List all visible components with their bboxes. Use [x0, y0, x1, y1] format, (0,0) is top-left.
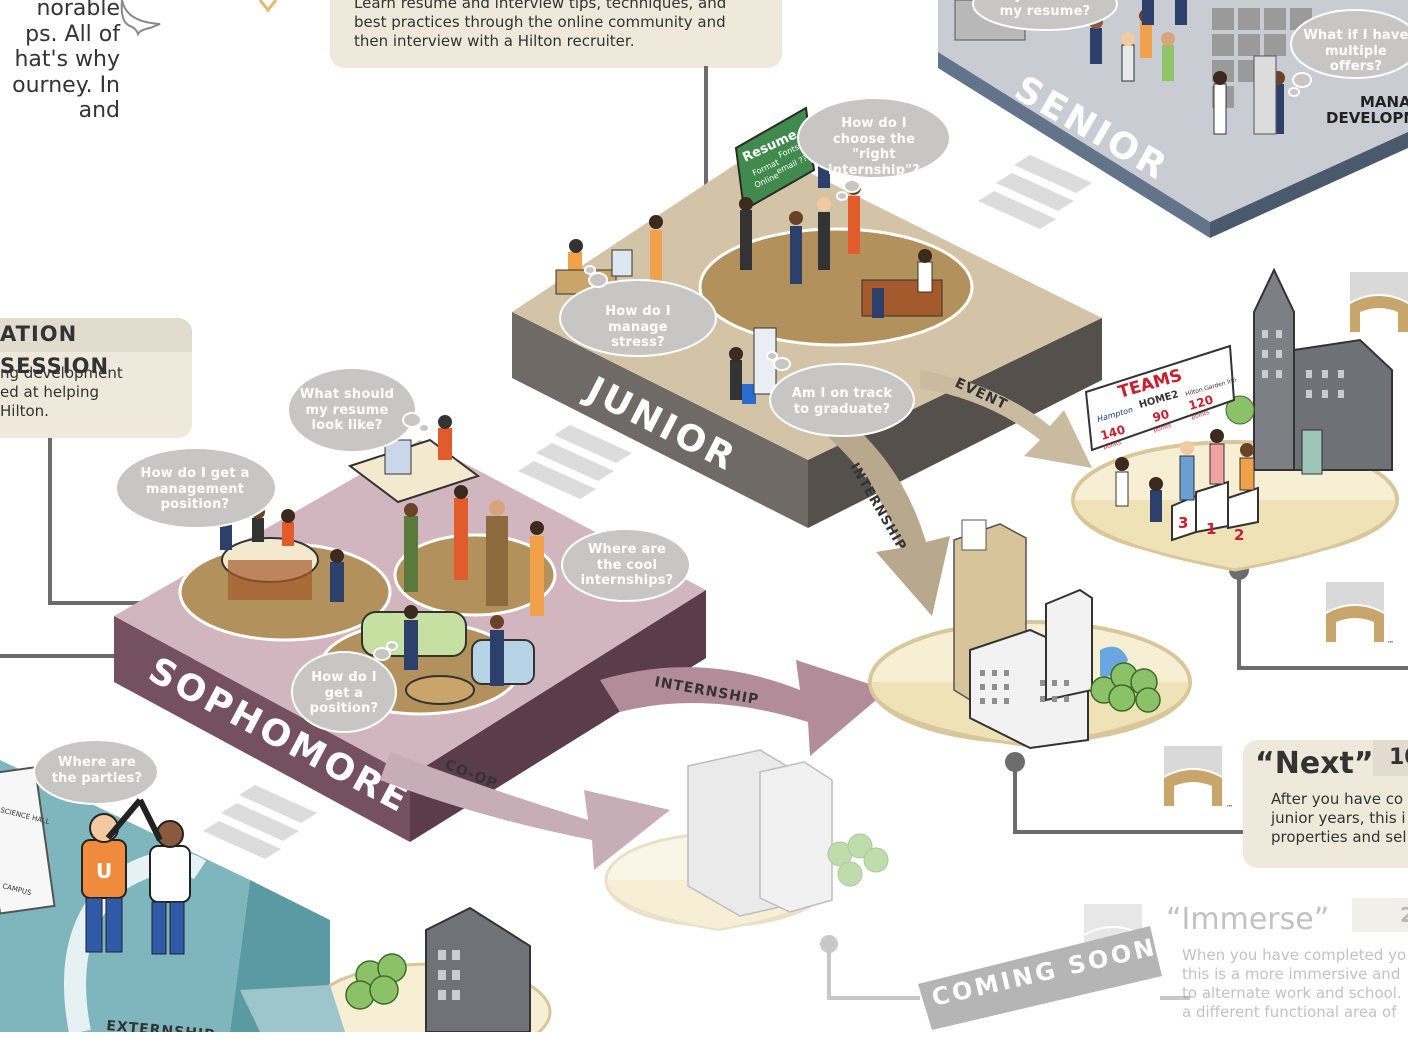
- bubble-choose-internship: How do I choose the "right internship"?: [828, 116, 920, 178]
- senior-side-text: MANA: [1360, 93, 1408, 111]
- next-badge: 10: [1373, 740, 1408, 776]
- teams-points-unit: points: [1103, 439, 1123, 451]
- bubble-on-track: Am I on track to graduate?: [791, 386, 893, 417]
- immerse-title: “Immerse”: [1166, 902, 1330, 937]
- callout-line: then interview with a Hilton recruiter.: [354, 32, 635, 50]
- bubble-parties: Where are the parties?: [51, 755, 143, 786]
- next-card: 10 “Next” After you have co junior years…: [1243, 740, 1408, 868]
- senior-side-text: DEVELOPM: [1326, 109, 1408, 127]
- podium-number: 2: [1234, 526, 1244, 544]
- intro-line: ourney. In: [12, 72, 120, 98]
- teams-points: 120: [1187, 393, 1215, 413]
- next-line: junior years, this i: [1271, 809, 1406, 827]
- callout-line: best practices through the online commun…: [354, 13, 726, 31]
- sophomore-platform: SOPHOMORE: [114, 415, 706, 842]
- hotel-platform: [868, 519, 1192, 750]
- bubble-cool-internships: Where are the cool internships?: [580, 542, 674, 588]
- orientation-title: ATION SESSION: [0, 318, 192, 378]
- bubble-management-position: How do I get a management position?: [140, 466, 250, 512]
- teams-points: 140: [1099, 423, 1127, 443]
- event-platform: TEAMS Hampton HOME2 Hilton Garden Inn 14…: [1071, 267, 1399, 572]
- immerse-badge: 2: [1352, 898, 1408, 932]
- next-line: After you have co: [1271, 790, 1404, 808]
- intro-line: ps. All of: [25, 21, 120, 47]
- hilton-logo-marks: ™ ™: [1084, 272, 1408, 964]
- orientation-line: ng development: [0, 364, 123, 382]
- bubble-resume-look: What should my resume look like?: [299, 387, 395, 433]
- externship-platform: EXTERNSHIP: [106, 906, 552, 1032]
- immerse-line: a different functional area of: [1182, 1003, 1397, 1021]
- arrow-internship-sophomore: INTERNSHIP: [600, 660, 888, 756]
- next-line: properties and sel: [1271, 828, 1407, 846]
- immerse-line: this is a more immersive and: [1182, 965, 1401, 983]
- junior-callout: Learn resume and interview tips, techniq…: [330, 0, 782, 68]
- immerse-line: When you have completed yo: [1182, 946, 1407, 964]
- bubble-manage-stress: How do I manage stress?: [605, 304, 671, 350]
- intro-text: norable ps. All of hat's why ourney. In …: [0, 0, 120, 124]
- bubble-skills-resume: my skills on my resume?: [999, 0, 1091, 19]
- coop-platform: [604, 749, 889, 932]
- orientation-callout: ATION SESSION ng development ed at helpi…: [0, 318, 192, 438]
- orientation-line: Hilton.: [0, 402, 49, 420]
- bubble-get-position: How do I get a position?: [309, 670, 379, 716]
- step-stripes: [203, 155, 1092, 859]
- intro-line: hat's why: [14, 47, 120, 72]
- teams-points: 90: [1151, 407, 1171, 425]
- speech-bubble-outlines: [120, 0, 278, 37]
- intro-line: and: [78, 98, 120, 123]
- bubble-multiple-offers: What if I have multiple offers?: [1303, 28, 1408, 74]
- podium-number: 1: [1206, 520, 1216, 538]
- immerse-line: to alternate work and school.: [1182, 984, 1402, 1002]
- callout-line: Learn resume and interview tips, techniq…: [354, 0, 727, 12]
- next-title: “Next”: [1255, 746, 1374, 781]
- trademark-symbol: ™: [1226, 804, 1233, 812]
- orientation-line: ed at helping: [0, 383, 99, 401]
- svg-text:U: U: [96, 859, 112, 883]
- immerse-card: 2 “Immerse” When you have completed yo t…: [1162, 896, 1408, 1046]
- teams-points-unit: points: [1191, 409, 1211, 421]
- trademark-symbol: ™: [1387, 640, 1394, 648]
- coming-soon-tag: COMING SOON: [918, 926, 1162, 1030]
- podium-number: 3: [1178, 514, 1188, 532]
- teams-points-unit: points: [1153, 422, 1173, 434]
- intro-line: norable: [36, 0, 120, 21]
